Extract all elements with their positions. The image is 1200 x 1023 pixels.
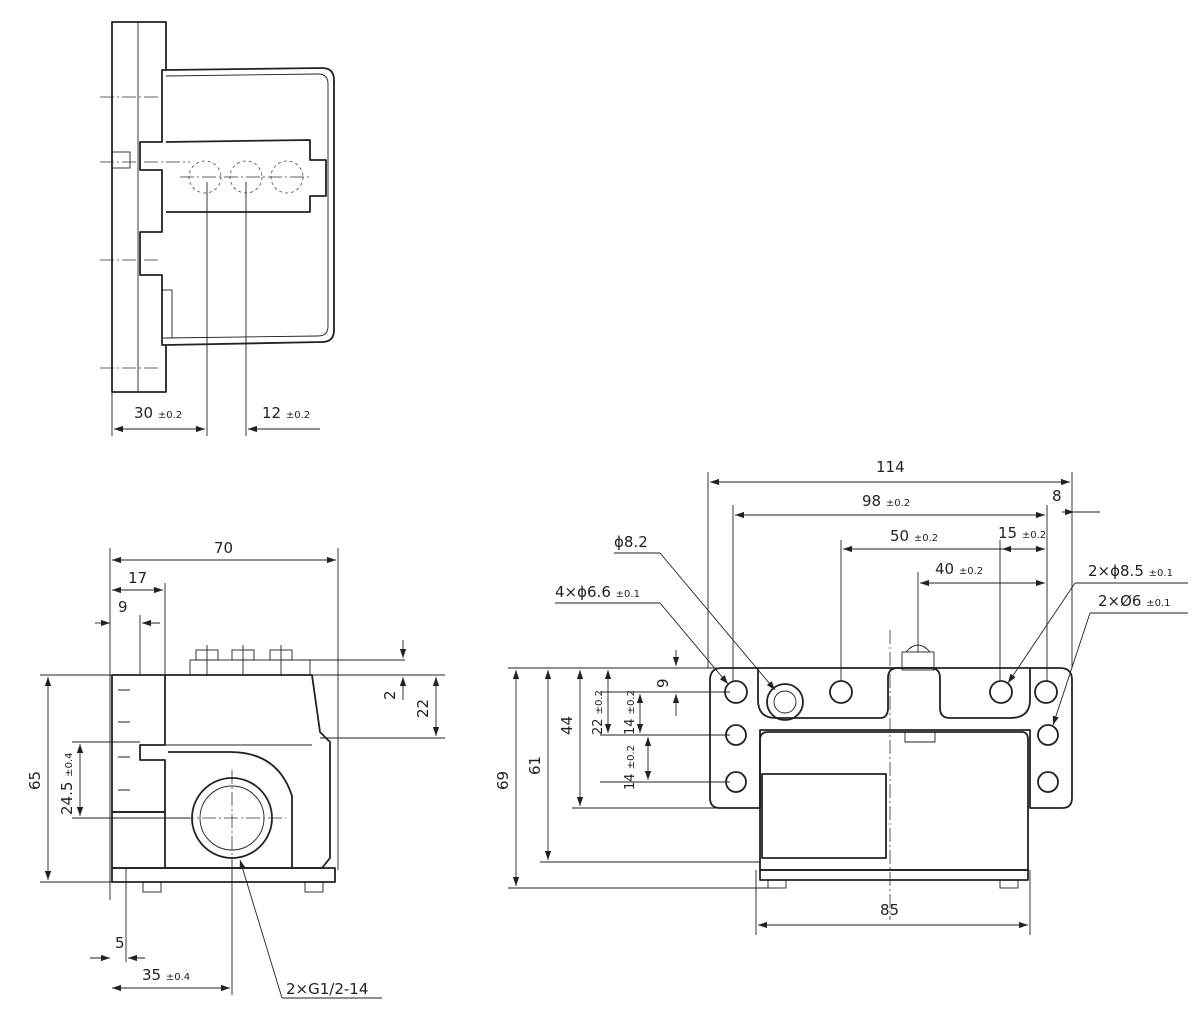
top-view-flange: [111, 21, 167, 393]
dim-8: 8: [1052, 487, 1062, 505]
hole-6a: [1037, 724, 1059, 746]
dim-70: 70: [214, 539, 233, 557]
dim-2: 2: [381, 690, 399, 700]
dim-61: 61: [526, 756, 544, 775]
thread-callout: 2×G1/2-14: [286, 980, 368, 998]
top-view: 30 ±0.2 12 ±0.2: [100, 21, 335, 436]
dim-15: 15 ±0.2: [998, 524, 1046, 542]
dim-30: 30 ±0.2: [134, 404, 182, 422]
dim-35: 35 ±0.4: [142, 966, 190, 984]
dim-12: 12 ±0.2: [262, 404, 310, 422]
callout-phi-8-2: ϕ8.2: [614, 533, 648, 551]
hole-8-5: [1034, 680, 1058, 704]
dim-85: 85: [880, 901, 899, 919]
dim-5: 5: [115, 934, 125, 952]
dim-50: 50 ±0.2: [890, 527, 938, 545]
front-view-label-plate: [761, 773, 887, 859]
side-view: 70 17 9 2 22 65 24.5 ±0.4 5 35 ±0.4 2×G1…: [26, 539, 445, 999]
side-view-body: [165, 674, 331, 869]
dim-40: 40 ±0.2: [935, 560, 983, 578]
dim-114: 114: [876, 458, 905, 476]
front-view: 114 98 ±0.2 8 50 ±0.2 15 ±0.2 40 ±0.2 ϕ8…: [494, 458, 1188, 935]
side-view-base: [111, 867, 336, 883]
front-view-mounting-plate: [709, 667, 1073, 809]
dim-24-5: 24.5 ±0.4: [58, 753, 76, 815]
top-view-terminal-strip: [165, 139, 327, 213]
hole-phi-8-2: [773, 690, 797, 714]
top-view-body: [165, 67, 335, 346]
dim-65: 65: [26, 771, 44, 790]
dim-14-lower: 14 ±0.2: [623, 745, 638, 790]
side-view-boss: [168, 751, 293, 868]
callout-2x-phi-8-5: 2×ϕ8.5 ±0.1: [1088, 562, 1173, 580]
dim-98: 98 ±0.2: [862, 492, 910, 510]
front-view-body: [759, 731, 1029, 871]
hole-6b: [1037, 771, 1059, 793]
dim-9-front: 9: [654, 678, 672, 688]
dim-69: 69: [494, 771, 512, 790]
side-view-terminals: [189, 645, 311, 676]
dim-17: 17: [128, 569, 147, 587]
hole-15a: [989, 680, 1013, 704]
dim-22-front: 22 ±0.2: [591, 690, 606, 735]
callout-4x-phi-6-6: 4×ϕ6.6 ±0.1: [555, 583, 640, 601]
dim-44: 44: [558, 716, 576, 735]
side-view-flange: [111, 674, 166, 813]
dim-14-upper: 14 ±0.2: [623, 690, 638, 735]
dim-22-side: 22: [414, 699, 432, 718]
dim-9: 9: [118, 598, 128, 616]
hole-50: [829, 680, 853, 704]
callout-2x-phi-6: 2×Ø6 ±0.1: [1098, 592, 1171, 610]
